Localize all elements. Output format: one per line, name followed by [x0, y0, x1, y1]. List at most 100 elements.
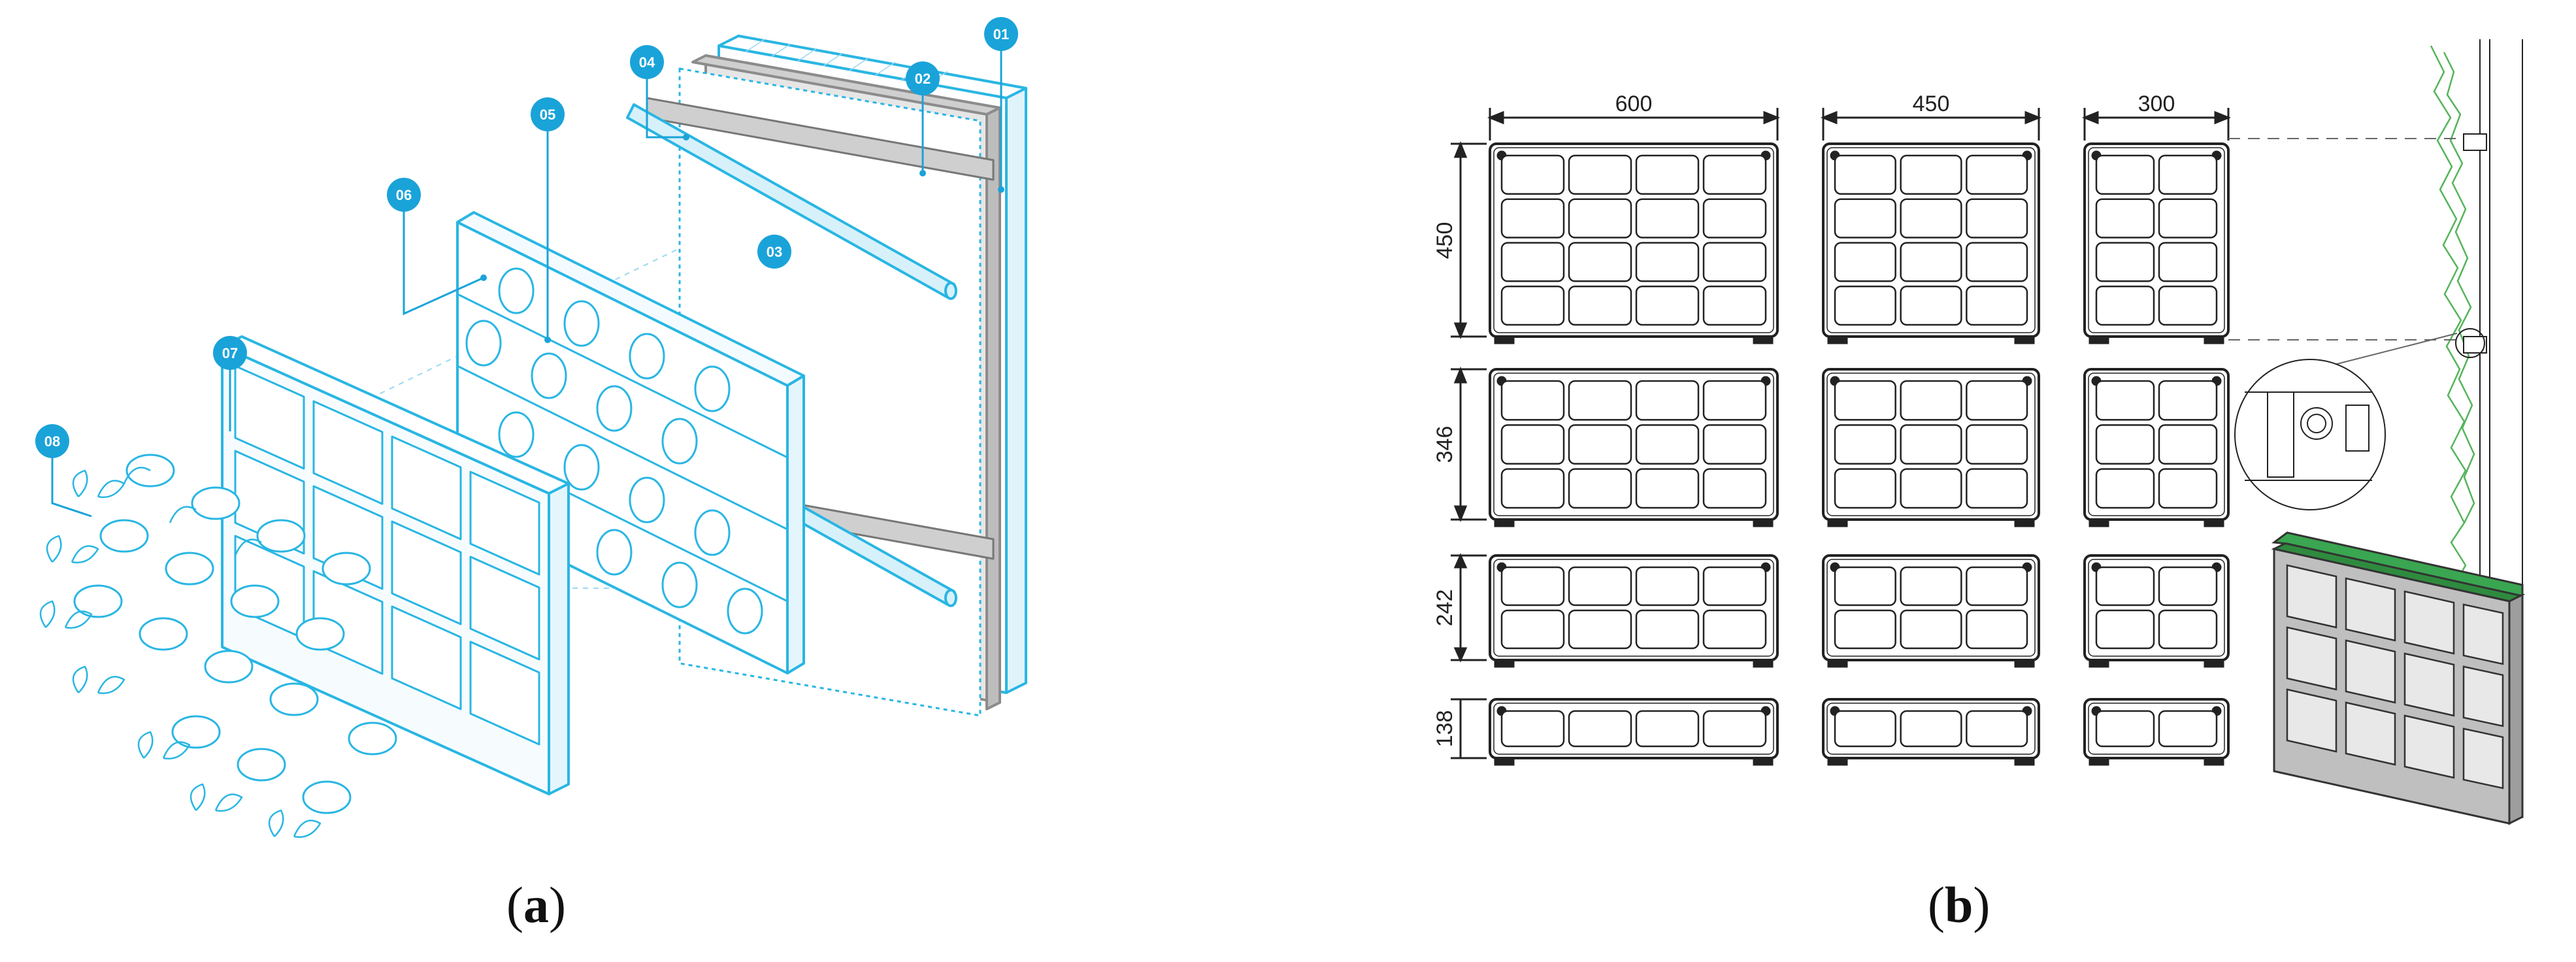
svg-text:242: 242 — [1432, 589, 1457, 627]
module-cell — [1500, 198, 1565, 239]
callout-03: 03 — [757, 235, 791, 269]
module-cell — [1834, 154, 1896, 195]
module-cell — [1702, 609, 1767, 650]
module-cell — [1702, 380, 1767, 421]
module-cell — [1500, 710, 1565, 748]
module-cell — [2158, 609, 2218, 650]
dim-height-138: 138 — [1432, 698, 1487, 759]
module-cell — [1966, 154, 2028, 195]
module-cell — [2158, 198, 2218, 239]
module-matrix — [1489, 142, 2230, 766]
module-cell — [2158, 154, 2218, 195]
module-cell — [2095, 380, 2155, 421]
module-cell — [1834, 566, 1896, 606]
module-cell — [1966, 242, 2028, 282]
module-cell — [1966, 468, 2028, 509]
module-cell — [1966, 424, 2028, 465]
callout-05: 05 — [531, 97, 565, 343]
module-cell — [1568, 710, 1632, 748]
module-cell — [1966, 380, 2028, 421]
module-cell — [1500, 242, 1565, 282]
module-cell — [1702, 710, 1767, 748]
module-cell — [1966, 198, 2028, 239]
module-cell — [1635, 286, 1700, 326]
panel-a-exploded-view — [39, 35, 1027, 838]
module-cell — [2095, 242, 2155, 282]
module-3-1 — [1822, 698, 2040, 766]
module-cell — [1635, 154, 1700, 195]
module-cell — [1635, 710, 1700, 748]
module-cell — [1702, 424, 1767, 465]
module-cell — [1900, 424, 1962, 465]
module-cell — [1834, 242, 1896, 282]
module-3-2 — [2083, 698, 2230, 766]
module-cell — [1568, 154, 1632, 195]
svg-text:05: 05 — [540, 107, 555, 123]
module-cell — [2158, 566, 2218, 606]
dim-height-242: 242 — [1432, 553, 1487, 663]
module-cell — [1500, 286, 1565, 326]
module-2-2 — [2083, 554, 2230, 668]
module-cell — [1900, 609, 1962, 650]
callout-07: 07 — [213, 336, 247, 431]
module-cell — [1568, 286, 1632, 326]
module-cell — [1900, 380, 1962, 421]
module-cell — [1702, 286, 1767, 326]
module-0-0 — [1489, 142, 1779, 344]
svg-text:346: 346 — [1432, 426, 1457, 463]
module-cell — [1834, 198, 1896, 239]
module-cell — [1635, 424, 1700, 465]
isometric-module-render — [2271, 531, 2526, 825]
svg-text:450: 450 — [1432, 222, 1457, 259]
callout-02: 02 — [906, 61, 940, 176]
panel-a-callouts: 01 02 03 04 05 06 — [35, 17, 1018, 518]
svg-text:06: 06 — [396, 187, 412, 203]
callout-04: 04 — [630, 45, 689, 141]
width-dimensions: 600 450 300 — [1487, 91, 2232, 141]
module-cell — [1834, 424, 1896, 465]
module-cell — [1568, 242, 1632, 282]
module-cell — [2095, 198, 2155, 239]
module-cell — [1500, 154, 1565, 195]
module-cell — [1702, 468, 1767, 509]
module-cell — [2158, 242, 2218, 282]
module-cell — [1635, 609, 1700, 650]
module-cell — [2095, 154, 2155, 195]
svg-text:04: 04 — [639, 54, 655, 71]
module-cell — [1568, 380, 1632, 421]
module-cell — [1834, 710, 1896, 748]
svg-text:02: 02 — [915, 71, 931, 87]
module-cell — [2158, 286, 2218, 326]
module-1-2 — [2083, 368, 2230, 527]
module-cell — [2095, 609, 2155, 650]
callout-01: 01 — [984, 17, 1018, 193]
module-cell — [1702, 566, 1767, 606]
module-cell — [1966, 566, 2028, 606]
module-cell — [1568, 424, 1632, 465]
panel-b-size-matrix: 600 450 300 — [1432, 91, 2232, 766]
module-cell — [1635, 198, 1700, 239]
svg-text:03: 03 — [767, 244, 782, 260]
layer-05-substrate-board — [456, 211, 805, 674]
layer-08-plants — [39, 454, 397, 838]
module-cell — [1702, 198, 1767, 239]
module-cell — [1500, 468, 1565, 509]
svg-text:01: 01 — [993, 26, 1009, 42]
svg-text:300: 300 — [2138, 91, 2175, 116]
module-1-1 — [1822, 368, 2040, 527]
dim-width-600: 600 — [1487, 91, 1781, 141]
module-cell — [1635, 380, 1700, 421]
module-cell — [2095, 286, 2155, 326]
module-cell — [1900, 154, 1962, 195]
module-cell — [1635, 566, 1700, 606]
panel-label-b: (b) — [1928, 876, 1990, 933]
module-0-1 — [1822, 142, 2040, 344]
detail-magnifier — [2234, 359, 2386, 510]
callout-08: 08 — [35, 424, 92, 518]
module-cell — [1500, 566, 1565, 606]
module-1-0 — [1489, 368, 1779, 527]
module-cell — [1834, 468, 1896, 509]
module-cell — [1500, 424, 1565, 465]
module-cell — [1702, 242, 1767, 282]
svg-text:600: 600 — [1615, 91, 1653, 116]
